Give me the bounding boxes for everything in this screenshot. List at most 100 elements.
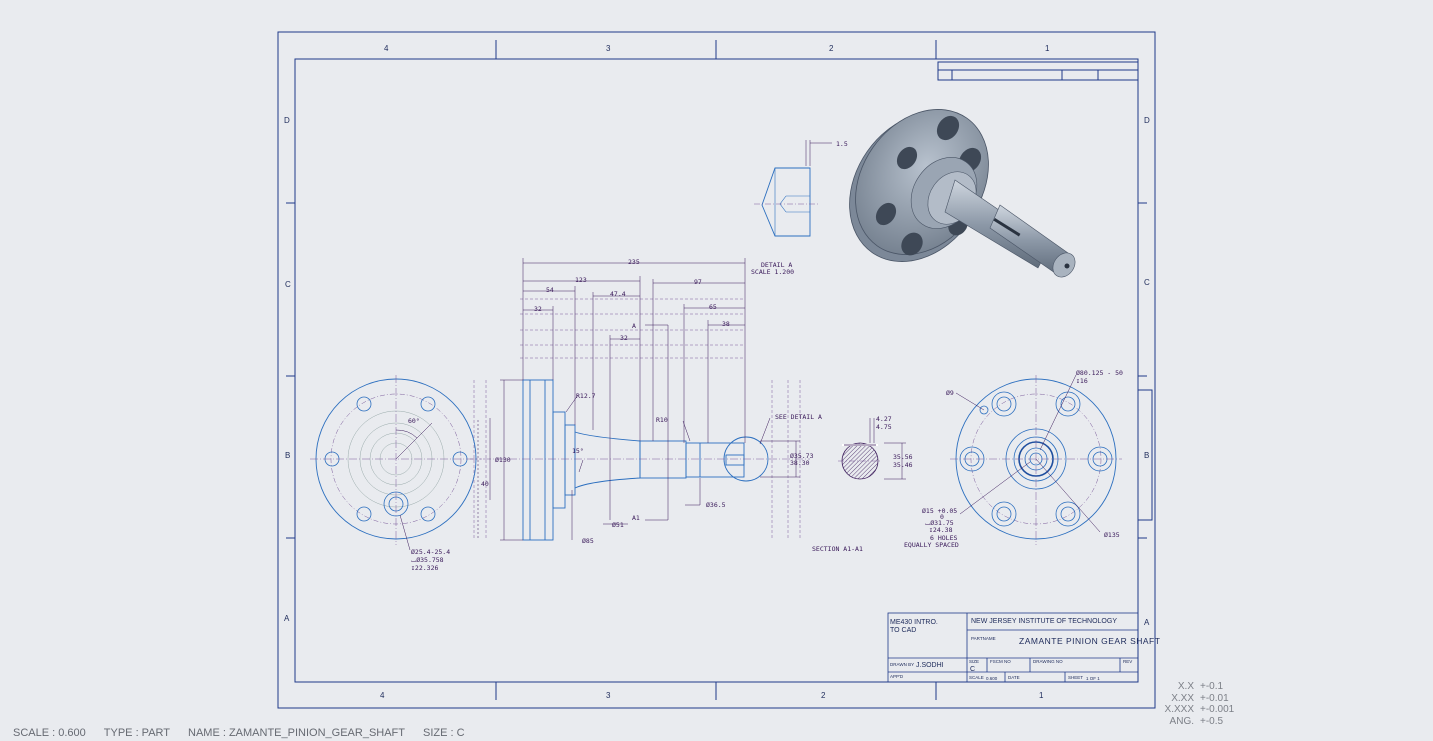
tb-rev-label: REV xyxy=(1123,659,1132,664)
dim-235: 235 xyxy=(628,258,640,266)
status-scale: SCALE : 0.600 xyxy=(13,727,86,739)
tb-drawn-by: J.SODHI xyxy=(916,662,944,669)
dim-36: Ø36.5 xyxy=(706,501,726,509)
zone-row-a-right: A xyxy=(1144,618,1150,627)
side-view[interactable]: 235 123 54 32 47.4 32 97 65 38 R12.7 R10… xyxy=(470,258,822,545)
sheet-border xyxy=(277,31,1156,709)
front-left-hole2: ⌴Ø35.758 xyxy=(411,556,444,564)
zone-row-d-right: D xyxy=(1144,116,1150,125)
front-right-spacing: EQUALLY SPACED xyxy=(904,541,959,549)
tolerance-row: X.X +-0.1 xyxy=(1158,681,1248,693)
tolerance-row: X.XXX +-0.001 xyxy=(1158,704,1248,716)
cut-a1-label: A1 xyxy=(632,514,640,522)
dim-32b: 32 xyxy=(620,334,628,342)
detail-a-view[interactable]: 1.5 xyxy=(754,140,848,237)
tb-size: C xyxy=(970,666,975,673)
tb-fscm-label: FSCM NO xyxy=(990,659,1011,664)
dim-r12: R12.7 xyxy=(576,392,596,400)
zone-row-c-right: C xyxy=(1144,278,1150,287)
detail-a-label: DETAIL A xyxy=(761,261,792,269)
tolerance-label: X.XXX xyxy=(1164,704,1194,715)
front-right-depth: ↧24.38 xyxy=(929,526,953,534)
tolerance-label: ANG. xyxy=(1169,715,1194,727)
front-left-hole3: ↧22.326 xyxy=(411,564,438,572)
section-label: SECTION A1-A1 xyxy=(812,545,863,553)
tolerance-row: ANG. +-0.5 xyxy=(1158,716,1248,728)
section-dim3: 35.56 xyxy=(893,453,913,461)
zone-col-2-top: 2 xyxy=(829,44,834,53)
tb-institute: NEW JERSEY INSTITUTE OF TECHNOLOGY xyxy=(971,618,1117,625)
zone-col-3-bottom: 3 xyxy=(606,691,611,700)
detail-a-dim: 1.5 xyxy=(836,140,848,148)
dim-3830: 38.30 xyxy=(790,459,810,467)
zone-col-1-top: 1 xyxy=(1045,44,1050,53)
zone-row-a-left: A xyxy=(284,614,290,623)
front-left-angle: 60° xyxy=(408,417,420,425)
tb-date-label: DATE xyxy=(1008,675,1020,680)
dim-angle-15: 15° xyxy=(572,447,584,455)
zone-row-b-left: B xyxy=(285,451,290,460)
zone-col-3-top: 3 xyxy=(606,44,611,53)
zone-labels: 4 3 2 1 4 3 2 1 D C B A D C B A xyxy=(284,44,1150,700)
front-right-tol1b: 0 xyxy=(940,513,944,521)
dim-85: Ø85 xyxy=(582,537,594,545)
tb-dwg-label: DRAWING NO xyxy=(1033,659,1063,664)
tb-course2: TO CAD xyxy=(890,627,916,634)
zone-col-4-top: 4 xyxy=(384,44,389,53)
dim-123: 123 xyxy=(575,276,587,284)
front-right-holes: 6 HOLES xyxy=(930,534,957,542)
tolerance-block: X.X +-0.1 X.XX +-0.01 X.XXX +-0.001 ANG. +-0… xyxy=(1158,681,1248,727)
tolerance-value: +-0.5 xyxy=(1200,715,1224,727)
front-right-d80: Ø80.125 - 50 xyxy=(1076,369,1123,377)
dim-r10: R10 xyxy=(656,416,668,424)
section-a1-view[interactable]: 4.27 4.75 35.56 35.46 SECTION A1-A1 xyxy=(812,415,913,553)
zone-row-d-left: D xyxy=(284,116,290,125)
front-left-hole1: Ø25.4-25.4 xyxy=(411,548,450,556)
front-right-d16: ↧16 xyxy=(1076,377,1088,385)
tb-partname-label: PARTNAME xyxy=(971,636,996,641)
tolerance-label: X.XX xyxy=(1171,692,1194,704)
tb-sheet-label: SHEET xyxy=(1068,675,1083,680)
cut-a-label: A xyxy=(632,322,636,330)
section-dim2: 4.75 xyxy=(876,423,892,431)
tolerance-label: X.X xyxy=(1177,681,1194,692)
dim-32a: 32 xyxy=(534,305,542,313)
dim-3573: Ø35.73 xyxy=(790,452,814,460)
zone-row-c-left: C xyxy=(285,280,291,289)
status-size: SIZE : C xyxy=(423,727,465,739)
zone-col-4-bottom: 4 xyxy=(380,691,385,700)
status-name: NAME : ZAMANTE_PINION_GEAR_SHAFT xyxy=(188,727,405,739)
tolerance-value: +-0.001 xyxy=(1200,704,1235,715)
tb-appd-label: APP'D xyxy=(890,674,904,679)
tb-partname: ZAMANTE PINION GEAR SHAFT xyxy=(1019,636,1160,646)
status-bar: SCALE : 0.600 TYPE : PART NAME : ZAMANTE… xyxy=(13,727,465,741)
front-right-d135: Ø135 xyxy=(1104,531,1120,539)
zone-col-1-bottom: 1 xyxy=(1039,691,1044,700)
dim-130: Ø130 xyxy=(495,456,511,464)
tb-scale: 0.600 xyxy=(986,676,998,681)
front-view-right[interactable]: Ø9 Ø80.125 - 50 ↧16 Ø15 +0.05 0 ⌴Ø31.75 … xyxy=(904,369,1123,549)
front-right-d9: Ø9 xyxy=(946,389,954,397)
dim-47: 47.4 xyxy=(610,290,626,298)
zone-row-b-right: B xyxy=(1144,451,1149,460)
tolerance-value: +-0.1 xyxy=(1200,681,1224,692)
title-block[interactable]: ME430 INTRO. TO CAD NEW JERSEY INSTITUTE… xyxy=(887,612,1160,683)
isometric-model[interactable] xyxy=(821,84,1079,288)
tb-drawn-label: DRAWN BY xyxy=(890,662,914,667)
front-right-cbore: ⌴Ø31.75 xyxy=(925,519,954,527)
front-right-tol1: Ø15 +0.05 xyxy=(922,507,957,515)
tolerance-value: +-0.01 xyxy=(1200,692,1229,704)
section-dim1: 4.27 xyxy=(876,415,892,423)
tb-size-label: SIZE xyxy=(969,659,979,664)
tb-sheet: 1 OF 1 xyxy=(1086,676,1100,681)
detail-a-scale: SCALE 1.200 xyxy=(751,268,794,276)
see-detail-a-label: SEE DETAIL A xyxy=(775,413,822,421)
zone-col-2-bottom: 2 xyxy=(821,691,826,700)
dim-40: 40 xyxy=(481,480,489,488)
dim-54: 54 xyxy=(546,286,554,294)
dim-65: 65 xyxy=(709,303,717,311)
status-type: TYPE : PART xyxy=(103,727,171,739)
dim-97: 97 xyxy=(694,278,702,286)
front-view-left[interactable]: 60° Ø25.4-25.4 ⌴Ø35.758 ↧22.326 xyxy=(310,375,482,572)
